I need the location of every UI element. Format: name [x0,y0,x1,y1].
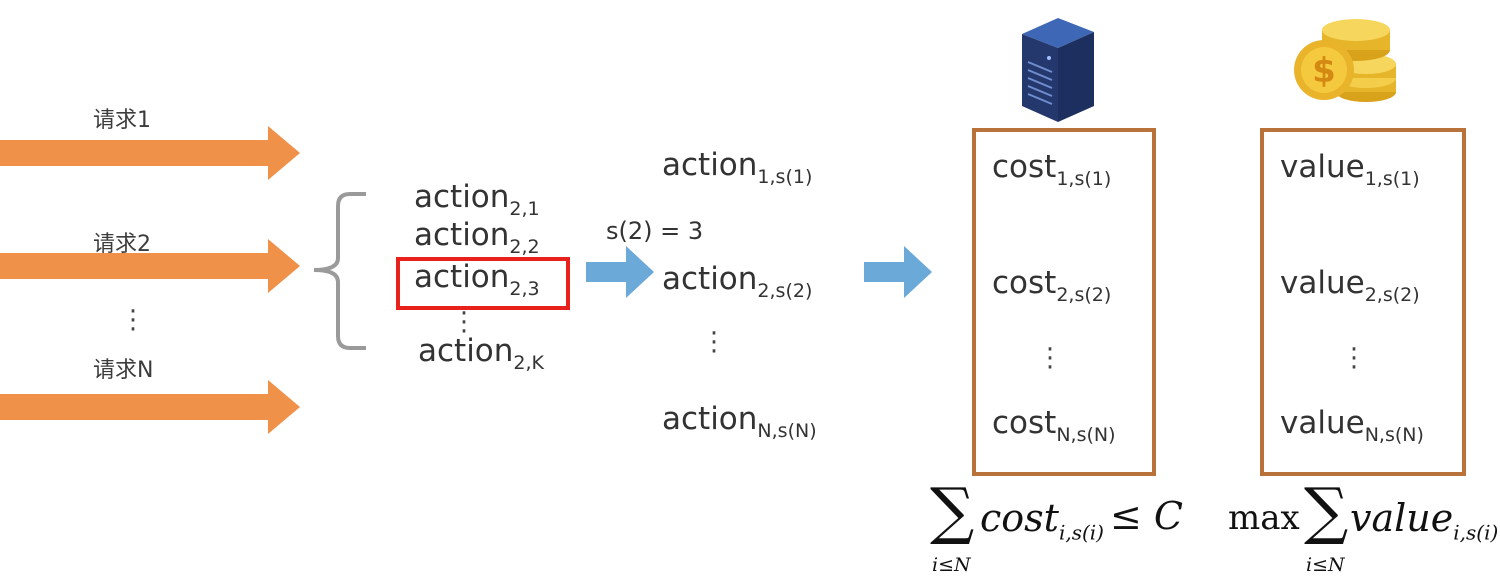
action-2-2: action2,2 [414,217,540,258]
value-max: max [1228,498,1300,538]
action-2-3: action2,3 [414,259,540,300]
cost-sum-relation: ≤ C [1110,494,1183,538]
selected-action-2: action2,s(2) [662,261,813,302]
request-arrow-1 [0,126,300,180]
server-icon [1022,18,1094,122]
value-sum-term: valuei,s(i) [1350,496,1499,545]
value-ellipsis: ··· [1349,335,1359,383]
cost-constraint-formula: ∑ i≤N costi,s(i) ≤ C [922,478,1192,578]
vertical-ellipsis: ··· [128,297,138,345]
value-sum-symbol: ∑ [1304,474,1349,547]
cost-2: cost2,s(2) [992,265,1112,306]
action-2-k: action2,K [418,333,545,374]
request-label-1: 请求1 [93,108,151,133]
brace [313,192,366,350]
selected-action-highlight [396,257,570,310]
svg-text:$: $ [1312,51,1336,91]
cost-ellipsis: ··· [1045,335,1055,383]
selected-action-n: actionN,s(N) [662,401,817,442]
request-label-2: 请求2 [93,232,151,257]
flow-arrow-2 [864,246,932,298]
request-arrow-2 [0,239,300,293]
value-1: value1,s(1) [1280,149,1420,190]
value-2: value2,s(2) [1280,265,1420,306]
selection-label: s(2) = 3 [606,217,704,245]
coins-icon: $ [1294,19,1396,102]
action-2-1: action2,1 [414,179,540,220]
selected-actions-ellipsis: ··· [709,319,719,367]
value-box [1260,128,1466,476]
request-arrow-n [0,380,300,434]
value-objective-formula: max ∑ i≤N valuei,s(i) [1226,478,1498,578]
cost-1: cost1,s(1) [992,149,1112,190]
selected-action-1: action1,s(1) [662,147,813,188]
value-n: valueN,s(N) [1280,405,1424,446]
flow-arrow-1 [586,246,654,298]
actions-ellipsis: ··· [459,299,469,347]
cost-sum-symbol: ∑ [930,474,975,547]
cost-sum-term: costi,s(i) [980,496,1104,545]
cost-box [972,128,1156,476]
value-sum-index: i≤N [1306,554,1345,576]
request-label-n: 请求N [93,358,154,383]
cost-n: costN,s(N) [992,405,1116,446]
cost-sum-index: i≤N [932,554,971,576]
